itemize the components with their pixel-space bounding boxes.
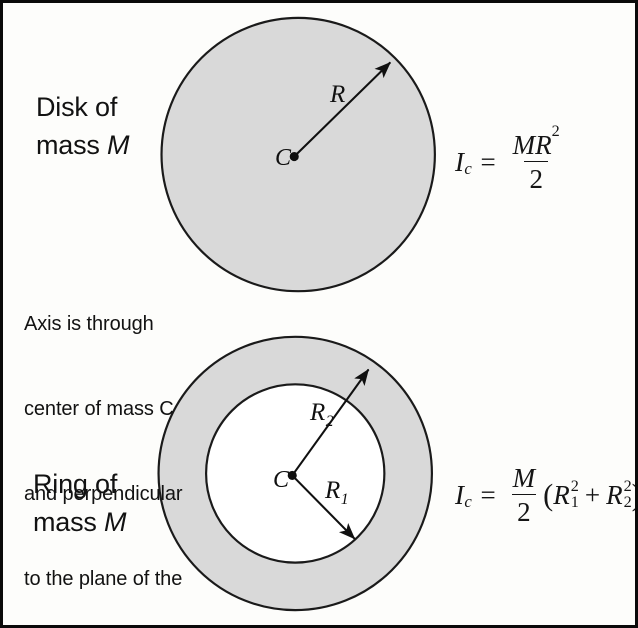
ring-mass-symbol: M bbox=[104, 507, 127, 537]
ring-formula-term2-subscript: 2 bbox=[623, 493, 632, 512]
disk-formula-lhs-subscript: c bbox=[464, 158, 472, 178]
ring-formula-term1-symbol: R bbox=[553, 479, 570, 510]
disk-title-mass-word: mass bbox=[36, 130, 108, 160]
disk-mass-symbol: M bbox=[107, 130, 130, 160]
ring-formula-equals: = bbox=[480, 479, 496, 510]
shapes-canvas bbox=[157, 16, 436, 612]
disk-title-line2: mass M bbox=[36, 127, 130, 164]
axis-note-line-3: and perpendicular bbox=[24, 483, 183, 506]
ring-inner-radius-label: R1 bbox=[325, 477, 349, 509]
ring-title-line1: Ring of bbox=[33, 469, 118, 499]
ring-inertia-formula: Ic = M 2 (R21 +R22) bbox=[455, 464, 635, 527]
axis-note-line-1: Axis is through bbox=[24, 312, 154, 335]
axis-note-line-2: center of mass C bbox=[24, 397, 174, 420]
disk-formula-denominator: 2 bbox=[524, 160, 548, 194]
ring-outer-radius-arrow bbox=[291, 368, 370, 477]
ring-formula-close-paren: ) bbox=[632, 478, 635, 513]
disk-formula-numerator: MR2 bbox=[508, 122, 565, 161]
ring-formula-mass: M bbox=[512, 463, 536, 493]
disk-formula-exponent: 2 bbox=[551, 121, 560, 140]
disk-formula-mass: M bbox=[512, 130, 536, 160]
ring-formula-fraction: M 2 bbox=[508, 464, 541, 527]
disk-radius-arrow bbox=[293, 61, 392, 158]
ring-formula-term2-symbol: R bbox=[606, 479, 623, 510]
disk-formula-fraction: MR2 2 bbox=[508, 122, 565, 194]
ring-inner-radius-arrow bbox=[291, 474, 356, 540]
ring-inner-radius-symbol: R bbox=[325, 477, 341, 504]
ring-formula-lhs-subscript: c bbox=[464, 491, 472, 511]
disk-formula-radius: R bbox=[535, 130, 552, 160]
ring-formula-term1-exponent: 2 bbox=[570, 476, 579, 495]
disk-formula-equals: = bbox=[480, 146, 496, 177]
disk-center-label: C bbox=[275, 145, 292, 171]
ring-center-label: C bbox=[273, 467, 290, 493]
disk-formula-lhs: I bbox=[455, 146, 464, 177]
ring-title-line2: mass M bbox=[33, 504, 127, 541]
ring-formula-denominator: 2 bbox=[512, 493, 536, 527]
ring-formula-plus: + bbox=[584, 479, 601, 510]
ring-formula-term1-subscript: 1 bbox=[570, 493, 579, 512]
ring-center-dot bbox=[287, 470, 297, 480]
ring-outer-radius-label: R2 bbox=[310, 399, 334, 431]
disk-title-line1: Disk of bbox=[36, 92, 118, 122]
disk-center-dot bbox=[289, 151, 299, 162]
ring-outer-radius-subscript: 2 bbox=[325, 413, 334, 431]
axis-note-line-4: to the plane of the bbox=[24, 568, 183, 591]
ring-outer-radius-symbol: R bbox=[310, 399, 326, 426]
ring-formula-lhs: I bbox=[455, 479, 464, 510]
disk-radius-label: R bbox=[330, 81, 346, 108]
ring-formula-term2-exponent: 2 bbox=[623, 476, 632, 495]
ring-title-mass-word: mass bbox=[33, 507, 105, 537]
ring-inner-radius-subscript: 1 bbox=[340, 491, 349, 509]
ring-formula-open-paren: ( bbox=[543, 477, 554, 512]
axis-note-block: Axis is through center of mass C and per… bbox=[24, 253, 183, 625]
